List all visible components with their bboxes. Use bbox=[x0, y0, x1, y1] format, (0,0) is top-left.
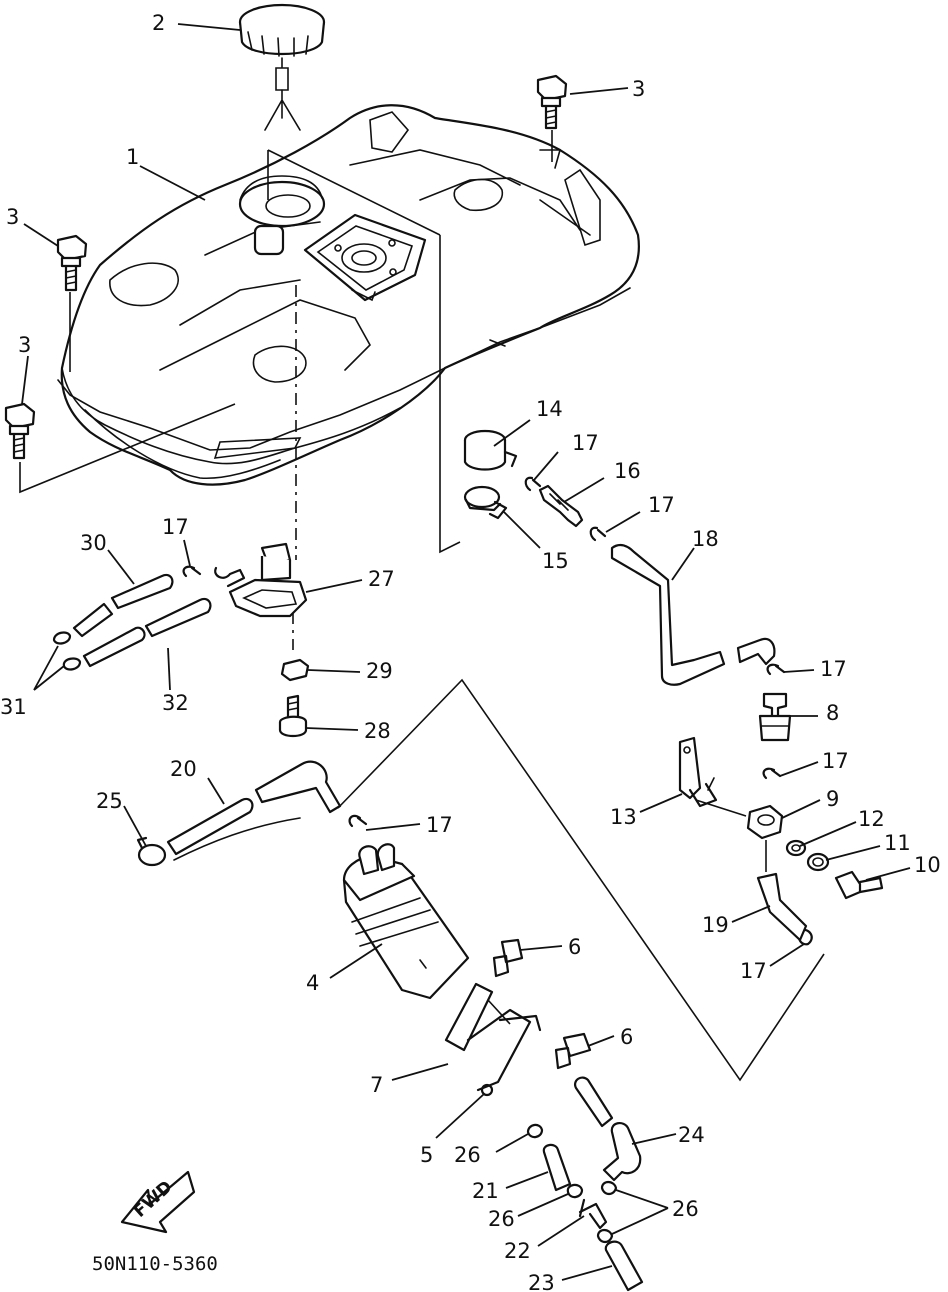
bolt-left-lower bbox=[4, 402, 36, 460]
hose-20 bbox=[166, 760, 342, 861]
callout-17: 17 bbox=[162, 515, 189, 539]
callout-19: 19 bbox=[702, 913, 729, 937]
ref-line-canister bbox=[337, 678, 825, 1082]
bolt-6-lower bbox=[554, 1032, 592, 1070]
callout-27: 27 bbox=[368, 567, 395, 591]
bolt-left-upper bbox=[56, 234, 88, 292]
callout-2: 2 bbox=[152, 11, 165, 35]
filler-cap bbox=[238, 3, 326, 131]
callout-20: 20 bbox=[170, 757, 197, 781]
fuel-sender-27 bbox=[214, 542, 308, 618]
callout-17: 17 bbox=[572, 431, 599, 455]
callout-15: 15 bbox=[542, 549, 569, 573]
hose-23 bbox=[604, 1240, 644, 1292]
callout-26: 26 bbox=[488, 1207, 515, 1231]
ref-line-bracket bbox=[439, 235, 461, 554]
band-clip bbox=[463, 485, 508, 520]
charcoal-canister bbox=[342, 843, 470, 1000]
clamp-25 bbox=[136, 836, 167, 867]
callout-7: 7 bbox=[370, 1073, 383, 1097]
hose-18 bbox=[610, 543, 776, 686]
callout-10: 10 bbox=[914, 853, 941, 877]
callout-17: 17 bbox=[648, 493, 675, 517]
callout-6: 6 bbox=[620, 1025, 633, 1049]
callout-3: 3 bbox=[632, 77, 645, 101]
callout-12: 12 bbox=[858, 807, 885, 831]
callout-29: 29 bbox=[366, 659, 393, 683]
ref-line-valve bbox=[695, 799, 747, 817]
callout-25: 25 bbox=[96, 789, 123, 813]
ref-line-bracket-5 bbox=[487, 999, 511, 1025]
washer-12 bbox=[785, 839, 807, 857]
callout-22: 22 bbox=[504, 1239, 531, 1263]
callout-8: 8 bbox=[826, 701, 839, 725]
bolt-6-upper bbox=[492, 938, 524, 978]
callout-17: 17 bbox=[740, 959, 767, 983]
leader-lines bbox=[21, 23, 911, 1281]
hose-21 bbox=[542, 1143, 572, 1192]
callout-9: 9 bbox=[826, 787, 839, 811]
hose-30 bbox=[72, 573, 174, 638]
clips-31 bbox=[52, 631, 82, 671]
callout-13: 13 bbox=[610, 805, 637, 829]
lever-13 bbox=[678, 736, 718, 808]
hose-clips bbox=[182, 476, 813, 946]
ref-line-bolts bbox=[19, 403, 236, 494]
callout-16: 16 bbox=[614, 459, 641, 483]
washer-11 bbox=[806, 852, 830, 872]
callout-24: 24 bbox=[678, 1123, 705, 1147]
fuel-tank bbox=[57, 104, 640, 486]
callout-17: 17 bbox=[822, 749, 849, 773]
callout-11: 11 bbox=[884, 831, 911, 855]
callout-26: 26 bbox=[672, 1197, 699, 1221]
filter-8 bbox=[758, 692, 792, 742]
callout-4: 4 bbox=[306, 971, 319, 995]
callout-6: 6 bbox=[568, 935, 581, 959]
callout-28: 28 bbox=[364, 719, 391, 743]
callout-17: 17 bbox=[820, 657, 847, 681]
bracket-5 bbox=[444, 982, 542, 1097]
callout-14: 14 bbox=[536, 397, 563, 421]
drawing-code: 50N110-5360 bbox=[92, 1253, 218, 1275]
hose-24 bbox=[574, 1076, 642, 1182]
callout-17: 17 bbox=[426, 813, 453, 837]
hose-19 bbox=[756, 872, 808, 942]
hose-joint bbox=[538, 484, 584, 528]
callout-26: 26 bbox=[454, 1143, 481, 1167]
callout-21: 21 bbox=[472, 1179, 499, 1203]
callout-labels: 1 2 3 3 3 14 17 16 17 15 18 17 30 27 29 … bbox=[0, 11, 941, 1292]
hose-32 bbox=[82, 597, 212, 668]
bolt-right-top bbox=[536, 74, 568, 130]
callout-5: 5 bbox=[420, 1143, 433, 1167]
callout-32: 32 bbox=[162, 691, 189, 715]
bolt-28 bbox=[278, 694, 308, 738]
callout-30: 30 bbox=[80, 531, 107, 555]
callout-3: 3 bbox=[18, 333, 31, 357]
fuel-cock-body bbox=[746, 804, 784, 840]
callout-31: 31 bbox=[0, 695, 27, 719]
callout-18: 18 bbox=[692, 527, 719, 551]
tee-22 bbox=[578, 1198, 608, 1230]
ref-line-cap bbox=[267, 149, 441, 236]
fwd-arrow: FWD bbox=[120, 1170, 196, 1234]
clips-26 bbox=[526, 1123, 618, 1244]
callout-3: 3 bbox=[6, 205, 19, 229]
screw-10 bbox=[834, 870, 884, 900]
rubber-boot bbox=[463, 429, 518, 471]
nut-29 bbox=[280, 658, 310, 682]
callout-23: 23 bbox=[528, 1271, 555, 1292]
callout-1: 1 bbox=[126, 145, 139, 169]
